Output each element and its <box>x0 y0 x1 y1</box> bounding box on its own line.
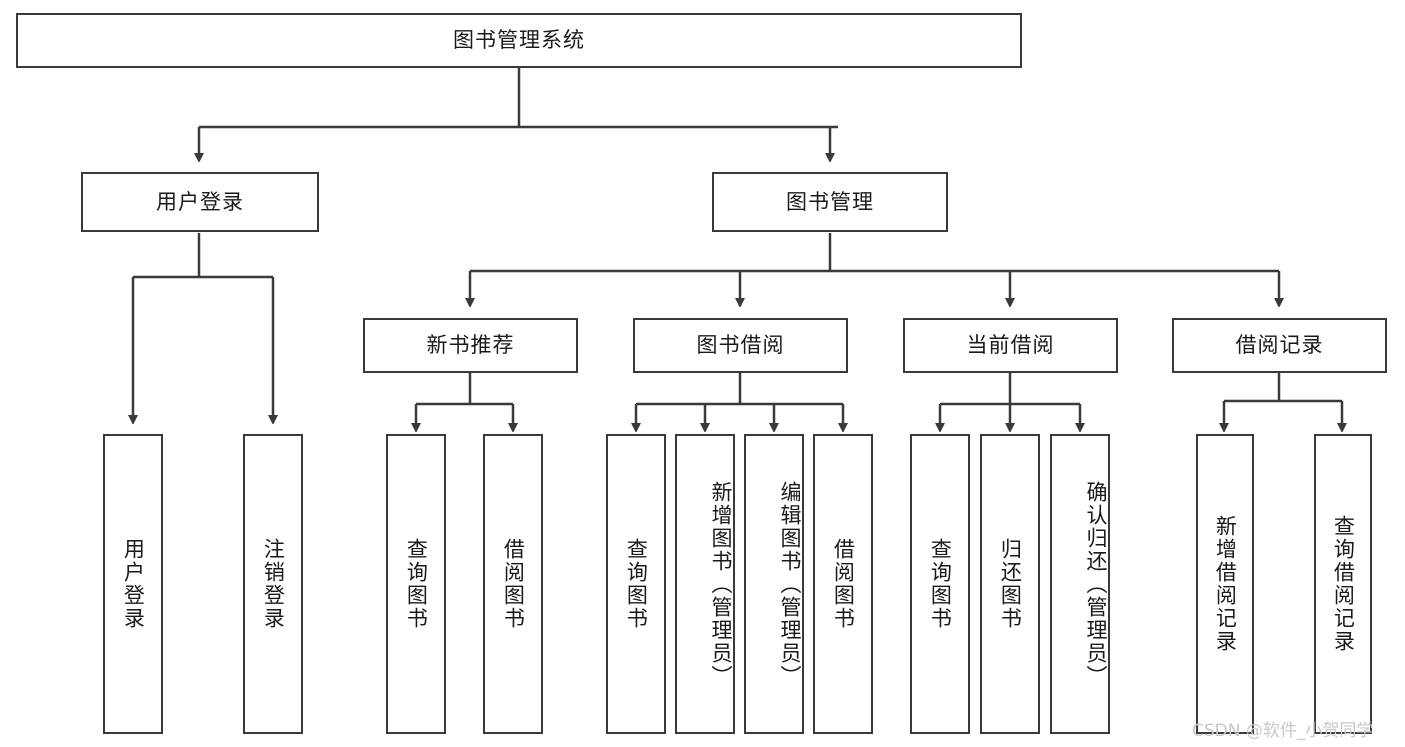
node-label: 查询图书 <box>624 538 649 630</box>
node-label: 借阅记录 <box>1235 333 1324 358</box>
node-borrow-record[interactable]: 借阅记录 <box>1172 318 1387 373</box>
node-label: 归还图书 <box>998 538 1023 630</box>
node-leaf-query-book-3[interactable]: 查询图书 <box>910 434 970 734</box>
node-label: 注销登录 <box>261 538 286 630</box>
node-book-borrow[interactable]: 图书借阅 <box>633 318 848 373</box>
node-label: 图书管理 <box>786 189 874 214</box>
node-leaf-return-book[interactable]: 归还图书 <box>980 434 1040 734</box>
node-label: 确认归还（管理员） <box>1084 480 1108 688</box>
node-leaf-borrow-book-1[interactable]: 借阅图书 <box>483 434 543 734</box>
node-leaf-query-book-2[interactable]: 查询图书 <box>606 434 666 734</box>
node-label: 新书推荐 <box>426 333 515 358</box>
node-label: 用户登录 <box>121 538 146 630</box>
csdn-watermark: CSDN @软件_小贺同学 <box>1192 721 1374 741</box>
node-label: 查询图书 <box>928 538 953 630</box>
node-label: 图书管理系统 <box>453 28 585 53</box>
node-current-borrow[interactable]: 当前借阅 <box>903 318 1118 373</box>
node-label: 图书借阅 <box>696 333 785 358</box>
node-leaf-confirm-return[interactable]: 确认归还（管理员） <box>1050 434 1110 734</box>
node-leaf-user-login[interactable]: 用户登录 <box>103 434 163 734</box>
node-leaf-add-book[interactable]: 新增图书（管理员） <box>675 434 735 734</box>
node-leaf-edit-book[interactable]: 编辑图书（管理员） <box>744 434 804 734</box>
node-leaf-borrow-book-2[interactable]: 借阅图书 <box>813 434 873 734</box>
node-label: 新增图书（管理员） <box>709 480 733 688</box>
node-label: 借阅图书 <box>501 538 526 630</box>
node-label: 用户登录 <box>156 189 244 214</box>
node-book-manage[interactable]: 图书管理 <box>712 172 948 232</box>
node-label: 编辑图书（管理员） <box>778 480 802 688</box>
node-user-login[interactable]: 用户登录 <box>81 172 319 232</box>
node-label: 查询图书 <box>404 538 429 630</box>
node-label: 查询借阅记录 <box>1331 515 1356 653</box>
node-leaf-query-record[interactable]: 查询借阅记录 <box>1314 434 1372 734</box>
node-book-management-system[interactable]: 图书管理系统 <box>16 13 1022 68</box>
node-label: 新增借阅记录 <box>1213 515 1238 653</box>
node-new-book-recommend[interactable]: 新书推荐 <box>363 318 578 373</box>
node-leaf-query-book-1[interactable]: 查询图书 <box>386 434 446 734</box>
node-leaf-add-record[interactable]: 新增借阅记录 <box>1196 434 1254 734</box>
node-label: 当前借阅 <box>966 333 1055 358</box>
node-leaf-logout-login[interactable]: 注销登录 <box>243 434 303 734</box>
node-label: 借阅图书 <box>831 538 856 630</box>
